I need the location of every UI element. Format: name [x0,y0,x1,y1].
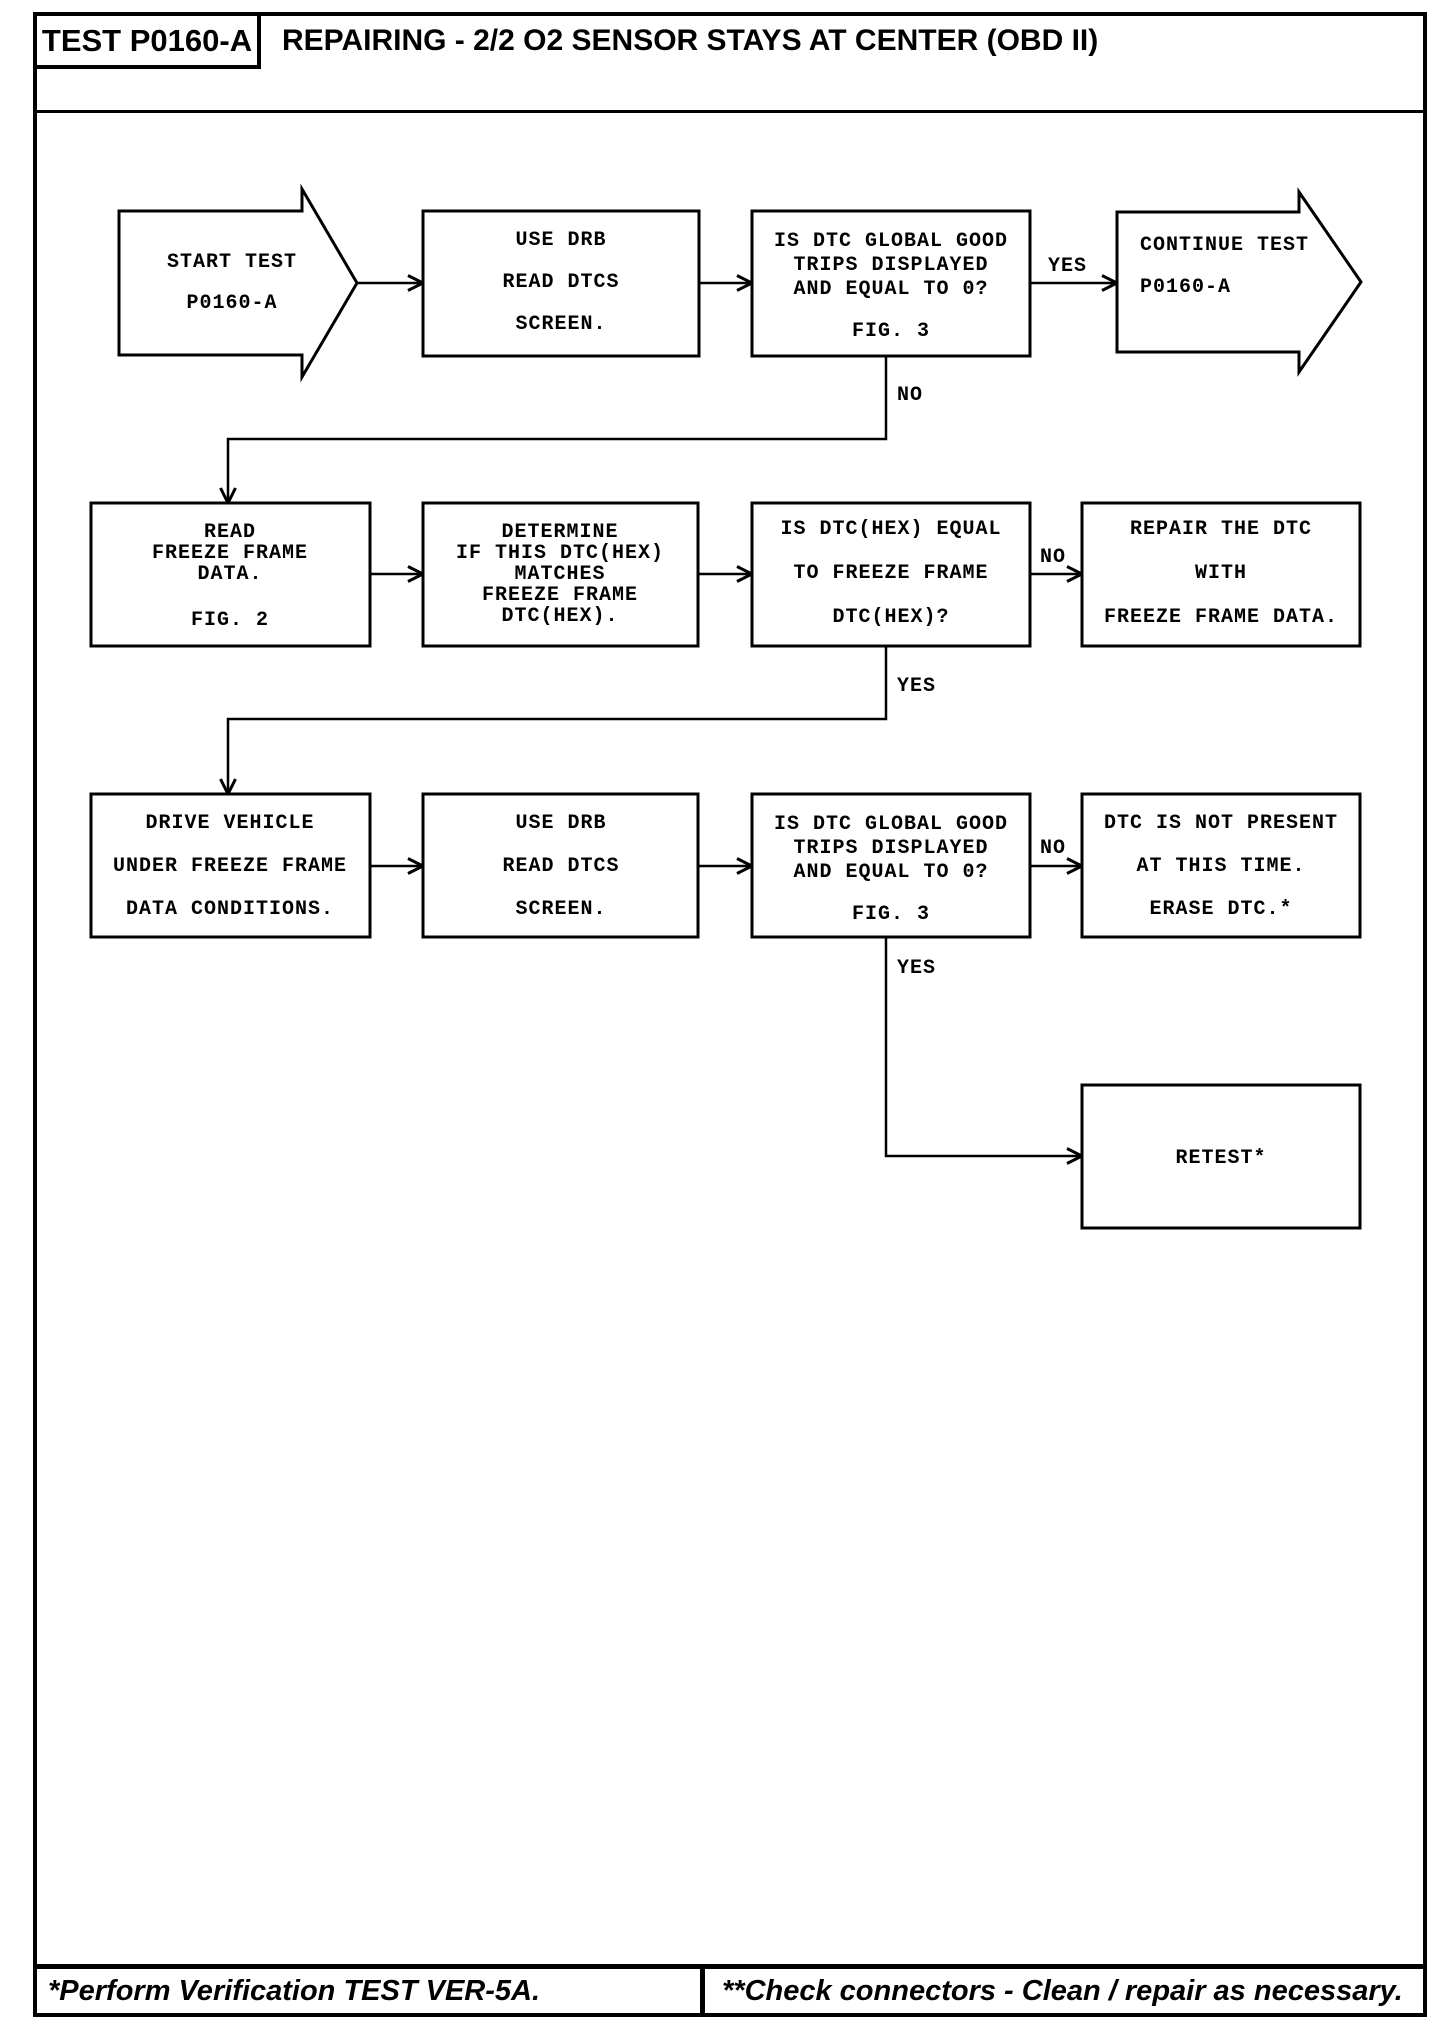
test-id-label: TEST P0160-A [41,22,253,58]
box-line: READ DTCS [502,855,619,878]
footer-divider [700,1964,705,2017]
start-line: START TEST [167,251,297,274]
box-line: SCREEN. [515,898,606,921]
box-line: DATA. [197,563,262,586]
continue-line: CONTINUE TEST [1140,234,1309,257]
box-line: WITH [1195,562,1247,585]
no-label-row3: NO [1040,837,1066,860]
box-line: MATCHES [514,563,605,586]
yes-label-row3: YES [897,957,936,980]
box-line: DETERMINE [501,521,618,544]
yes-label-row1: YES [1048,255,1087,278]
box-line: AT THIS TIME. [1136,855,1305,878]
box-line: UNDER FREEZE FRAME [113,855,347,878]
box-line: DTC(HEX)? [832,606,949,629]
footer-note-verification: *Perform Verification TEST VER-5A. [48,1974,541,2007]
box-line: FREEZE FRAME [482,584,638,607]
box-dtc-not-present [1080,792,1362,939]
box-use-drb-2 [421,792,700,939]
box-line: FREEZE FRAME DATA. [1104,606,1338,629]
box-dtc-hex-equal [750,501,1032,648]
box-use-drb-1 [421,209,701,358]
box-line: TRIPS DISPLAYED [793,837,988,860]
box-line: FIG. 3 [852,903,930,926]
box-line: IF THIS DTC(HEX) [456,542,664,565]
box-line: USE DRB [515,812,606,835]
box-line: READ [204,521,256,544]
continue-line: P0160-A [1140,276,1231,299]
connector-yes-row2 [228,646,888,794]
box-line: AND EQUAL TO 0? [793,278,988,301]
box-line: TO FREEZE FRAME [793,562,988,585]
box-line: REPAIR THE DTC [1130,518,1312,541]
yes-label-row2: YES [897,675,936,698]
box-line: TRIPS DISPLAYED [793,254,988,277]
header-divider-line [33,110,1427,113]
continue-arrow-shape [1115,187,1363,377]
box-line: FREEZE FRAME [152,542,308,565]
box-line: SCREEN. [515,313,606,336]
box-read-freeze-frame [89,501,372,648]
box-line: USE DRB [515,229,606,252]
box-drive-vehicle [89,792,372,939]
box-line: IS DTC GLOBAL GOOD [774,813,1008,836]
connector-yes-row3 [884,937,1082,1156]
box-retest [1080,1083,1362,1230]
box-line: ERASE DTC.* [1149,898,1292,921]
start-line: P0160-A [186,292,277,315]
box-line: FIG. 2 [191,609,269,632]
page-border [33,12,1427,2017]
box-line: DTC IS NOT PRESENT [1104,812,1338,835]
box-determine-match [421,501,700,648]
box-line: DTC(HEX). [501,605,618,628]
box-line: READ DTCS [502,271,619,294]
box-line: AND EQUAL TO 0? [793,861,988,884]
box-line: FIG. 3 [852,320,930,343]
no-label-row2: NO [1040,546,1066,569]
footer-top-line [33,1964,1427,1969]
connector-no-row1 [228,356,888,503]
box-line: DATA CONDITIONS. [126,898,334,921]
box-repair-dtc [1080,501,1362,648]
box-line: IS DTC GLOBAL GOOD [774,230,1008,253]
box-global-good-trips-2 [750,792,1032,939]
start-arrow-shape [117,183,359,383]
box-line: DRIVE VEHICLE [145,812,314,835]
test-id-box: TEST P0160-A [33,12,261,69]
box-line: RETEST* [1175,1147,1266,1170]
box-line: IS DTC(HEX) EQUAL [780,518,1001,541]
no-label-row1: NO [897,384,923,407]
page-title: REPAIRING - 2/2 O2 SENSOR STAYS AT CENTE… [282,23,1099,57]
footer-note-connectors: **Check connectors - Clean / repair as n… [722,1974,1403,2007]
